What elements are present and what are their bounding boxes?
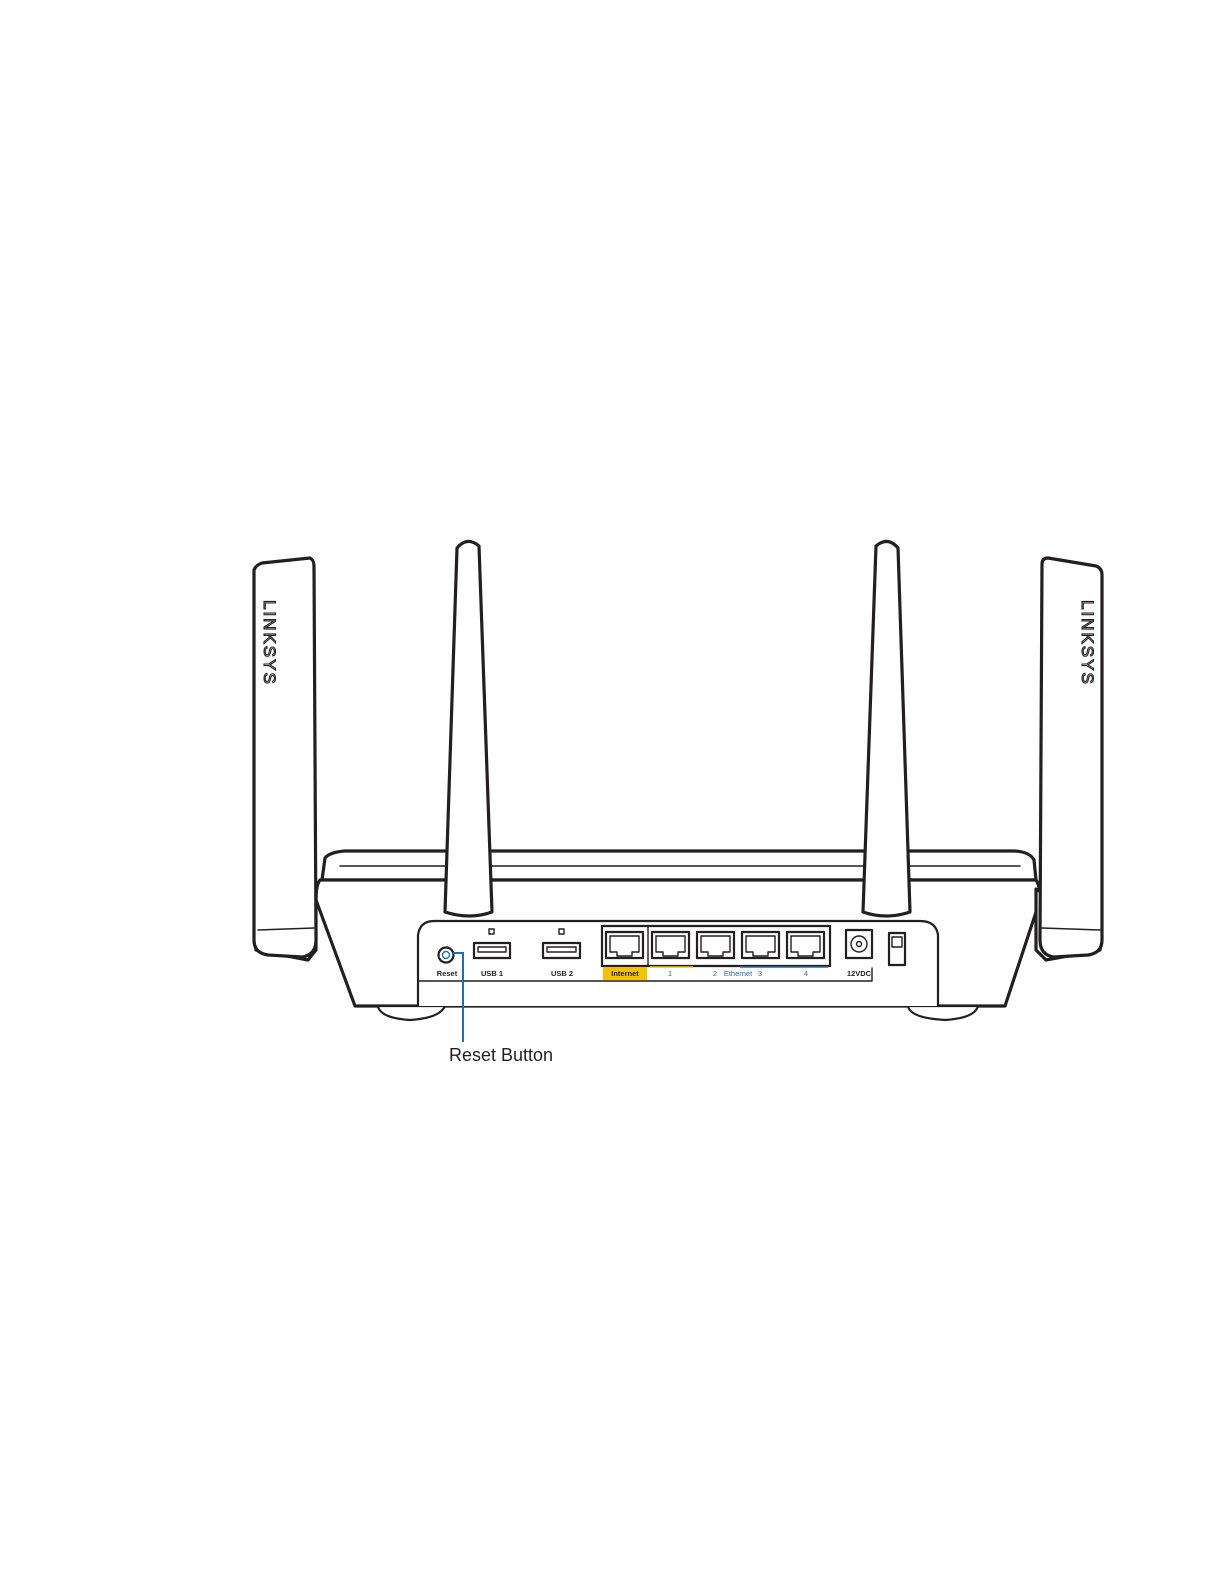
- ethernet-1-label: 1: [668, 969, 672, 978]
- ethernet-3-label: 3: [758, 969, 762, 978]
- ethernet-port-1: [652, 932, 689, 958]
- ethernet-label: Ethernet: [724, 969, 753, 978]
- reset-button-callout: Reset Button: [449, 1045, 553, 1065]
- right-flap-antenna: LINKSYS: [1036, 558, 1102, 960]
- internet-port: [606, 932, 643, 958]
- left-foot: [378, 1006, 445, 1020]
- ethernet-4-label: 4: [804, 969, 808, 978]
- reset-button: [439, 948, 454, 963]
- ethernet-2-label: 2: [713, 969, 717, 978]
- reset-label: Reset: [437, 969, 458, 978]
- ethernet-port-2: [697, 932, 734, 958]
- right-foot: [908, 1006, 978, 1020]
- power-label: 12VDC: [847, 969, 872, 978]
- left-tall-antenna: [445, 541, 492, 916]
- ethernet-port-3: [742, 932, 779, 958]
- power-jack: [846, 930, 872, 958]
- right-antenna-logo: LINKSYS: [1078, 600, 1097, 686]
- internet-label: Internet: [611, 969, 639, 978]
- left-flap-antenna: LINKSYS: [254, 558, 316, 960]
- ethernet-port-4: [787, 932, 824, 958]
- power-switch: [889, 933, 905, 965]
- usb1-label: USB 1: [481, 969, 503, 978]
- usb2-label: USB 2: [551, 969, 573, 978]
- left-antenna-logo: LINKSYS: [260, 600, 279, 686]
- right-tall-antenna: [863, 541, 910, 916]
